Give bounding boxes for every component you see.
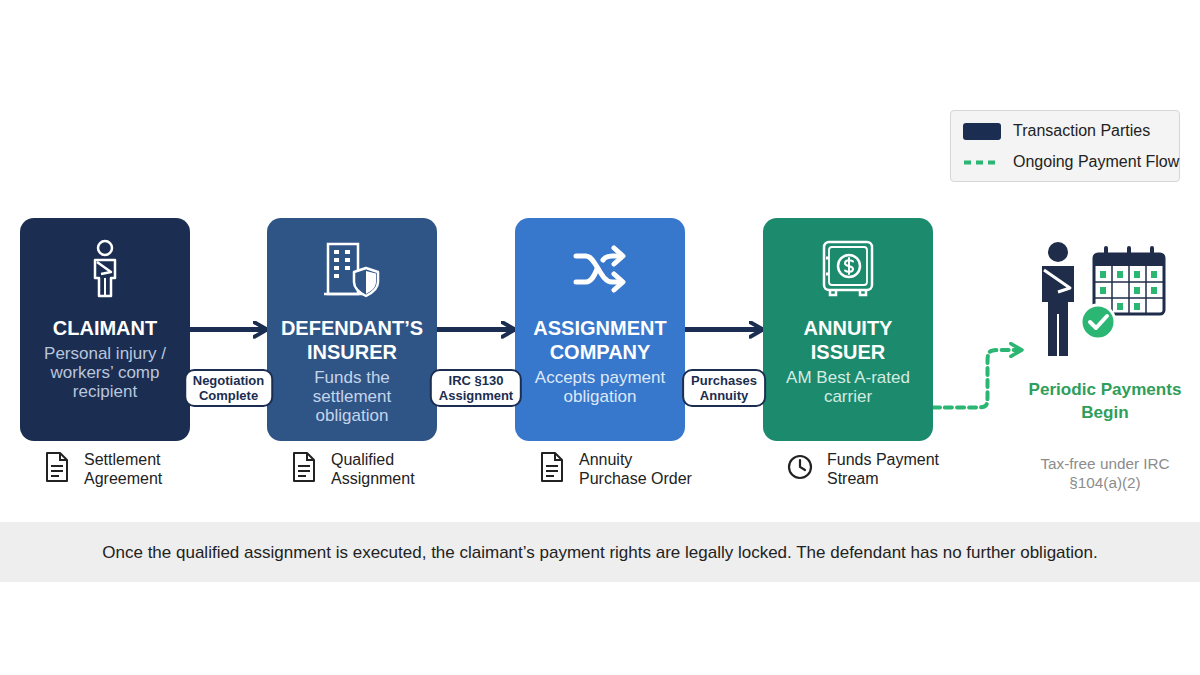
document-label: Qualified Assignment — [331, 450, 435, 488]
document-icon — [539, 451, 565, 483]
payment-flow-arrow — [933, 350, 1022, 408]
node-title: ANNUITY ISSUER — [773, 316, 923, 364]
document-label: Funds Payment Stream — [827, 450, 949, 488]
shuffle-icon — [570, 238, 630, 300]
document-label: Settlement Agreement — [84, 450, 180, 488]
edge-label: PurchasesAnnuity — [682, 369, 766, 407]
document-icon — [44, 451, 70, 483]
footer-note: Once the qualified assignment is execute… — [0, 522, 1200, 582]
payee-calendar-icon — [1030, 240, 1180, 358]
safe-icon — [818, 238, 878, 300]
legend-row: Ongoing Payment Flow — [963, 153, 1179, 171]
node-body: Funds the settlement obligation — [277, 368, 427, 425]
dashed-line-sample — [963, 154, 1001, 171]
node-title: Periodic Payments Begin — [1026, 378, 1184, 424]
legend-swatch — [963, 123, 1001, 140]
document-label: Annuity Purchase Order — [579, 450, 701, 488]
node-title: CLAIMANT — [53, 316, 157, 340]
legend-row: Transaction Parties — [963, 122, 1150, 140]
party-box: DEFENDANT’S INSURERFunds the settlement … — [267, 218, 437, 441]
clock-icon — [786, 453, 814, 481]
node-title: ASSIGNMENT COMPANY — [525, 316, 675, 364]
legend-panel: Transaction Parties Ongoing Payment Flow — [950, 110, 1180, 182]
outcome-node: Periodic Payments BeginTax-free under IR… — [1022, 240, 1188, 496]
node-body: Personal injury / workers’ comp recipien… — [30, 344, 180, 401]
node-title: DEFENDANT’S INSURER — [277, 316, 427, 364]
legend-text: Ongoing Payment Flow — [1013, 153, 1179, 171]
document-icon — [291, 451, 317, 483]
edge-label: NegotiationComplete — [184, 369, 274, 407]
flow-arrow — [685, 327, 763, 332]
insurer-building-icon — [320, 238, 384, 300]
flow-arrow — [190, 327, 267, 332]
injured-person-icon — [75, 238, 135, 300]
edge-label: IRC §130Assignment — [430, 369, 522, 407]
node-body: Accepts payment obligation — [525, 368, 675, 406]
legend-text: Transaction Parties — [1013, 122, 1150, 140]
party-box: ASSIGNMENT COMPANY Accepts payment obliga… — [515, 218, 685, 441]
node-body: Tax-free under IRC §104(a)(2) — [1026, 454, 1184, 492]
party-box: CLAIMANT Personal injury / workers’ comp … — [20, 218, 190, 441]
flow-arrow — [437, 327, 515, 332]
party-box: ANNUITY ISSUER AM Best A-rated carrier — [763, 218, 933, 441]
node-body: AM Best A-rated carrier — [773, 368, 923, 406]
